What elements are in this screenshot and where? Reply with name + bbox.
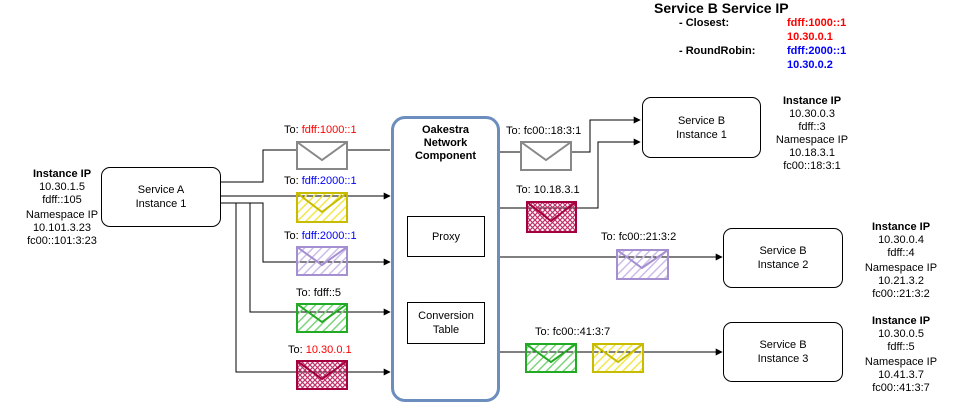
service-b2-ns-title: Namespace IP bbox=[864, 262, 938, 274]
service-b3-ip-v4: 10.30.0.5 bbox=[878, 328, 924, 340]
envelope-yellow-outbound bbox=[592, 343, 644, 373]
service-b2-ip-title: Instance IP bbox=[871, 221, 931, 233]
envelope-purple-outbound bbox=[616, 249, 669, 280]
oakestra-title: Oakestra Network Component bbox=[391, 124, 500, 163]
service-a-ip-v6: fdff::105 bbox=[42, 194, 82, 206]
conversion-table-box: Conversion Table bbox=[407, 302, 485, 344]
packet-1-label: To: fdff:1000::1 bbox=[284, 124, 357, 136]
service-b3-ip-v6: fdff::5 bbox=[887, 341, 915, 353]
oakestra-title-line1: Oakestra bbox=[421, 124, 470, 136]
oakestra-network-component bbox=[391, 116, 500, 402]
service-a-instance-label: Instance 1 bbox=[135, 198, 187, 210]
legend-closest-label: - Closest: bbox=[679, 17, 730, 29]
legend-rr-v6: fdff:2000::1 bbox=[787, 45, 847, 57]
service-a-ns-title: Namespace IP bbox=[25, 209, 99, 221]
legend-rr-label: - RoundRobin: bbox=[679, 45, 756, 57]
service-b1-ns-title: Namespace IP bbox=[775, 134, 849, 146]
service-b3-label: Service B bbox=[759, 339, 807, 351]
envelope-purple-inbound bbox=[296, 246, 348, 276]
service-a-instance-1-box: Service A Instance 1 bbox=[101, 167, 221, 227]
service-a-ns-v6: fc00::101:3:23 bbox=[27, 235, 97, 247]
service-b3-info: Instance IP 10.30.0.5 fdff::5 Namespace … bbox=[855, 315, 947, 395]
out-packet-2-label: To: 10.18.3.1 bbox=[516, 184, 580, 196]
envelope-gray-outbound bbox=[520, 141, 572, 171]
service-b1-instance-label: Instance 1 bbox=[676, 128, 727, 141]
legend-rr-v4: 10.30.0.2 bbox=[787, 59, 833, 71]
packet-4-label: To: fdff::5 bbox=[296, 287, 342, 299]
envelope-green-outbound bbox=[525, 343, 577, 373]
service-b1-ip-v4: 10.30.0.3 bbox=[789, 108, 835, 120]
service-b2-ip-v4: 10.30.0.4 bbox=[878, 234, 924, 246]
legend-closest-v6: fdff:1000::1 bbox=[787, 17, 847, 29]
service-b2-ns-v6: fc00::21:3:2 bbox=[872, 288, 930, 300]
envelope-crimson-outbound bbox=[526, 201, 577, 233]
service-b3-instance-label: Instance 3 bbox=[757, 353, 809, 365]
service-b3-ns-title: Namespace IP bbox=[864, 356, 938, 368]
service-b1-ip-v6: fdff::3 bbox=[798, 121, 826, 133]
service-a-ns-v4: 10.101.3.23 bbox=[32, 222, 92, 234]
service-b2-label: Service B bbox=[759, 245, 807, 257]
out-packet-4-label: To: fc00::41:3:7 bbox=[535, 326, 611, 338]
service-b2-instance-label: Instance 2 bbox=[757, 259, 809, 271]
proxy-label: Proxy bbox=[431, 230, 461, 243]
envelope-green-inbound bbox=[296, 303, 348, 333]
envelope-yellow-inbound bbox=[296, 192, 348, 223]
envelope-crimson-inbound bbox=[296, 360, 348, 390]
packet-5-label: To: 10.30.0.1 bbox=[288, 344, 352, 356]
packet-2-label: To: fdff:2000::1 bbox=[284, 175, 357, 187]
service-b2-ns-v4: 10.21.3.2 bbox=[878, 275, 924, 287]
oakestra-title-line3: Component bbox=[414, 150, 477, 162]
service-b-instance-3-box: Service B Instance 3 bbox=[723, 322, 843, 382]
service-b1-ip-title: Instance IP bbox=[782, 95, 842, 107]
service-b3-ns-v4: 10.41.3.7 bbox=[878, 369, 924, 381]
service-b3-ns-v6: fc00::41:3:7 bbox=[872, 382, 930, 394]
service-b2-ip-v6: fdff::4 bbox=[887, 247, 915, 259]
conversion-table-label-line1: Conversion bbox=[418, 310, 474, 322]
service-b1-info: Instance IP 10.30.0.3 fdff::3 Namespace … bbox=[766, 95, 858, 173]
service-b3-ip-title: Instance IP bbox=[871, 315, 931, 327]
conversion-table-label-line2: Table bbox=[432, 324, 460, 336]
service-b1-ns-v4: 10.18.3.1 bbox=[789, 147, 835, 159]
proxy-box: Proxy bbox=[407, 216, 485, 257]
out-packet-3-label: To: fc00::21:3:2 bbox=[601, 231, 677, 243]
out-packet-1-label: To: fc00::18:3:1 bbox=[506, 125, 582, 137]
legend-title: Service B Service IP bbox=[654, 0, 789, 16]
service-a-info: Instance IP 10.30.1.5 fdff::105 Namespac… bbox=[14, 168, 110, 248]
service-b1-ns-v6: fc00::18:3:1 bbox=[783, 160, 841, 172]
service-b-instance-2-box: Service B Instance 2 bbox=[723, 228, 843, 288]
oakestra-title-line2: Network bbox=[423, 137, 468, 149]
service-a-ip-v4: 10.30.1.5 bbox=[39, 181, 85, 193]
service-b-instance-1-box: Service B Instance 1 bbox=[642, 97, 761, 158]
envelope-gray-inbound bbox=[296, 141, 348, 170]
packet-3-label: To: fdff:2000::1 bbox=[284, 230, 357, 242]
legend-closest-v4: 10.30.0.1 bbox=[787, 31, 833, 43]
service-b1-label: Service B bbox=[677, 114, 726, 127]
service-a-ip-title: Instance IP bbox=[32, 168, 92, 180]
service-a-label: Service A bbox=[137, 184, 185, 196]
service-b2-info: Instance IP 10.30.0.4 fdff::4 Namespace … bbox=[855, 221, 947, 301]
